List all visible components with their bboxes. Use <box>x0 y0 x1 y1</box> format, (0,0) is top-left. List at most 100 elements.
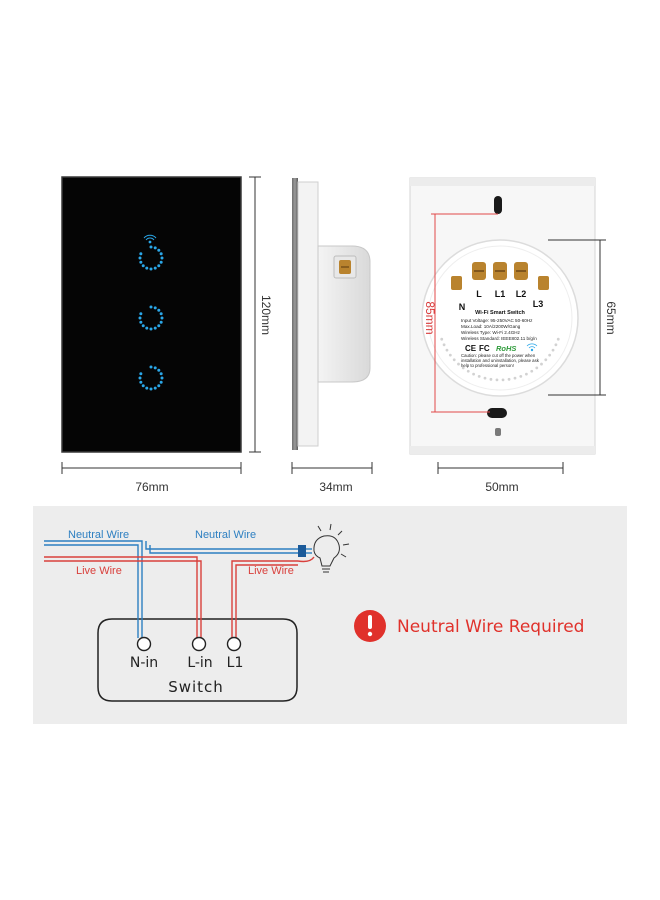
front-width-label: 76mm <box>135 480 168 494</box>
module-title: Wi-Fi Smart Switch <box>475 310 525 316</box>
side-depth-label: 34mm <box>319 480 352 494</box>
vent-dot <box>540 362 543 366</box>
terminal-l1 <box>226 636 242 652</box>
back-width-dimension <box>437 462 564 474</box>
warning-text: Neutral Wire Required <box>397 617 584 637</box>
vent-dot <box>513 376 517 380</box>
vent-dot <box>551 348 555 352</box>
vent-dot <box>525 372 528 376</box>
vent-dot <box>556 337 560 341</box>
module-wifi-icon <box>526 343 538 352</box>
led-dot <box>139 372 143 376</box>
vent-dot <box>501 378 505 382</box>
live-wires <box>44 556 298 638</box>
caution-lines: Caution: please cut off the power when i… <box>461 353 540 368</box>
neutral-wire-label-right: Neutral Wire <box>195 529 256 541</box>
led-dot <box>157 368 161 372</box>
led-dot <box>149 245 153 249</box>
led-dot <box>153 246 157 250</box>
switch-terminals <box>136 636 242 652</box>
back-height-dimension <box>431 213 498 413</box>
led-dot <box>141 324 145 328</box>
terminal-n-in-label: N-in <box>130 655 158 671</box>
led-dot <box>157 384 161 388</box>
svg-text:Max.Load: 10A/2200W/Gang: Max.Load: 10A/2200W/Gang <box>461 324 521 329</box>
led-dot <box>139 260 143 264</box>
side-glass-edge <box>292 178 298 450</box>
led-dot <box>139 252 143 256</box>
led-dot <box>149 267 153 271</box>
depth-dimension <box>291 462 373 474</box>
touch-button-1 <box>138 245 164 271</box>
back-view: L L1 L2 N L3 Wi-Fi Smart Switch Input Vo… <box>409 177 618 494</box>
led-dot <box>145 326 149 330</box>
spec-lines: Input Voltage: 95-250VAC 50-60Hz Max.Loa… <box>461 318 537 341</box>
vent-dot <box>461 366 465 370</box>
svg-text:RoHS: RoHS <box>496 344 516 353</box>
live-wire-label-left: Live Wire <box>76 565 122 577</box>
top-mount-slot <box>494 196 502 214</box>
module-vents <box>440 337 560 382</box>
led-dot <box>141 384 145 388</box>
switch-box <box>97 618 298 702</box>
svg-text:Wireless Standard: IEEE802.11: Wireless Standard: IEEE802.11 b/g/n <box>461 336 537 341</box>
led-dot <box>138 316 142 320</box>
led-dot <box>149 327 153 331</box>
height-dimension <box>249 176 261 453</box>
terminal-l1-label: L1 <box>227 655 244 671</box>
back-width-label: 50mm <box>485 480 518 494</box>
svg-text:Input Voltage: 95-250VAC 50-60: Input Voltage: 95-250VAC 50-60Hz <box>461 318 533 323</box>
glass-panel <box>61 176 242 453</box>
vent-dot <box>483 376 487 380</box>
side-frame <box>297 181 319 447</box>
led-dot <box>159 260 163 264</box>
led-dot <box>160 256 164 260</box>
vent-dot <box>554 343 558 347</box>
bottom-mount-slot <box>487 408 507 418</box>
svg-text:installation and uninstallatio: installation and uninstallation, please … <box>461 358 540 363</box>
led-dot <box>157 264 161 268</box>
vent-dot <box>535 366 539 370</box>
terminal-label-l: L <box>476 289 482 299</box>
vent-dot <box>544 358 548 362</box>
back-bottom-lip <box>410 446 595 454</box>
vent-dot <box>519 375 523 378</box>
terminal-label-l1: L1 <box>495 289 506 299</box>
back-depth-label: 65mm <box>604 301 618 334</box>
led-dot <box>141 264 145 268</box>
led-dot <box>153 366 157 370</box>
switch-label: Switch <box>168 678 224 696</box>
warning-icon <box>354 610 386 642</box>
back-height-label: 85mm <box>423 301 437 334</box>
led-dot <box>139 320 143 324</box>
svg-text:Wireless Type: Wi-Fi 2.4GHz: Wireless Type: Wi-Fi 2.4GHz <box>461 330 521 335</box>
led-dot <box>159 380 163 384</box>
led-dot <box>149 365 153 369</box>
touch-button-3 <box>138 365 164 391</box>
svg-text:CE: CE <box>465 344 477 353</box>
terminal-label-n: N <box>459 302 466 312</box>
led-dot <box>159 320 163 324</box>
led-dot <box>145 266 149 270</box>
bottom-screw-hole <box>495 428 501 436</box>
vent-dot <box>466 369 470 373</box>
terminal-l-in-label: L-in <box>187 655 212 671</box>
touch-button-2 <box>138 305 164 331</box>
led-dot <box>159 252 163 256</box>
vent-dot <box>495 378 499 382</box>
led-dot <box>139 312 143 316</box>
led-dot <box>157 248 161 252</box>
led-dot <box>153 266 157 270</box>
led-dot <box>153 326 157 330</box>
led-dot <box>138 256 142 260</box>
light-bulb-icon <box>313 523 350 573</box>
neutral-wire-label-left: Neutral Wire <box>68 529 129 541</box>
svg-text:FC: FC <box>479 344 490 353</box>
lamp-terminal-cap <box>298 545 306 557</box>
side-view: 34mm <box>291 178 373 494</box>
terminal-n-in <box>136 636 152 652</box>
led-dot <box>145 386 149 390</box>
led-dot <box>153 386 157 390</box>
front-height-label: 120mm <box>259 295 273 335</box>
